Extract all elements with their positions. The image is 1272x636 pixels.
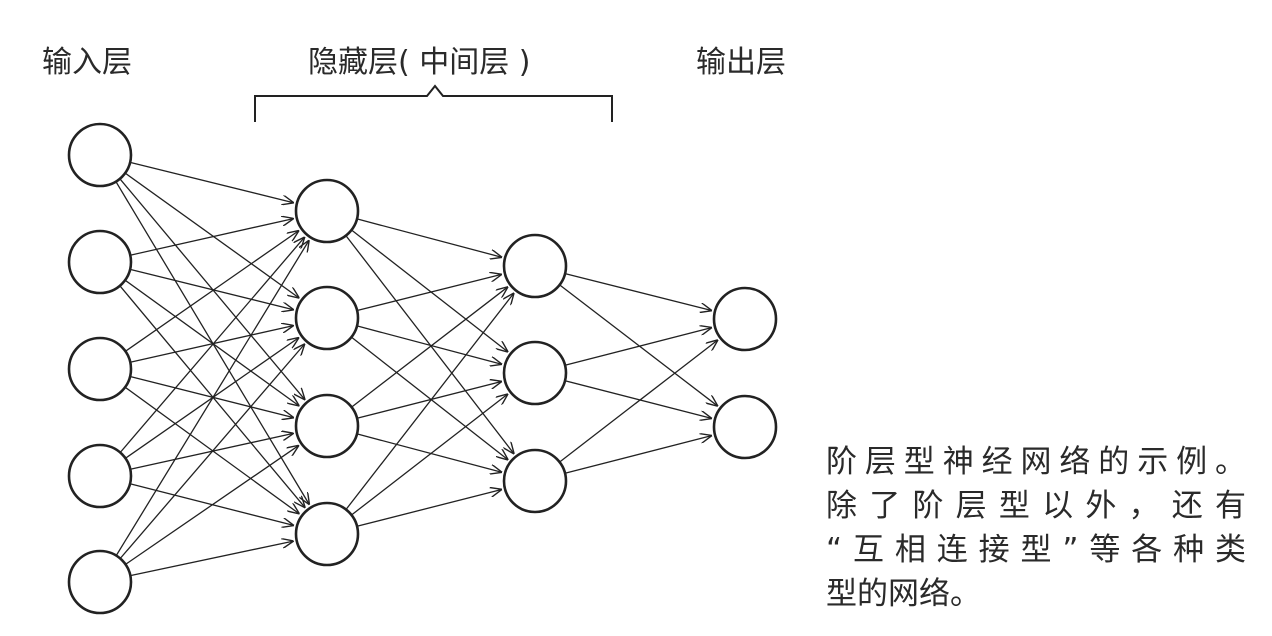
- connections-group: [115, 161, 718, 577]
- neuron-input-3: [67, 336, 133, 402]
- connection-arrow-l3-1-2: [559, 284, 718, 406]
- connection-arrow-l1-3-1: [125, 231, 298, 352]
- connection-arrow-l3-1-1: [564, 272, 711, 311]
- connection-arrow-l2-4-2: [351, 394, 508, 516]
- caption-line-1: 阶层型神经网络的示例。: [826, 444, 1246, 480]
- connection-arrow-l2-3-2: [356, 382, 501, 419]
- connection-arrow-l1-2-2: [129, 268, 293, 309]
- caption-line-2: 除了阶层型以外，还有: [826, 488, 1246, 524]
- connection-arrow-l1-2-4: [119, 285, 305, 507]
- connection-arrow-l1-5-2: [119, 345, 304, 559]
- connection-arrow-l2-2-1: [356, 275, 501, 312]
- connection-arrow-l2-2-2: [356, 325, 501, 364]
- hidden-layer-label: 隐藏层( 中间层 ): [308, 45, 531, 80]
- neuron-output-2: [712, 394, 778, 460]
- neuron-input-1: [67, 122, 133, 188]
- connection-arrow-l1-1-1: [129, 161, 293, 202]
- connection-arrow-l3-3-1: [559, 340, 718, 463]
- connection-arrow-l2-1-1: [356, 218, 501, 257]
- connection-arrow-l1-4-1: [119, 238, 304, 453]
- caption-line-3: “互相连接型”等各种类: [826, 532, 1246, 568]
- connection-arrow-l2-1-2: [351, 229, 508, 352]
- neuron-hidden-1-2: [294, 285, 360, 351]
- connection-arrow-l2-3-1: [351, 287, 508, 408]
- neuron-hidden-1-1: [294, 178, 360, 244]
- output-layer-label: 输出层: [696, 45, 786, 80]
- connection-arrow-l2-4-1: [345, 294, 514, 510]
- hidden-layer-bracket: [254, 84, 613, 122]
- connection-arrow-l1-3-4: [124, 386, 299, 513]
- connection-arrow-l3-2-2: [564, 380, 711, 419]
- neuron-hidden-1-4: [294, 501, 360, 567]
- connection-arrow-l1-5-4: [130, 541, 292, 577]
- connection-arrow-l2-1-3: [345, 235, 514, 454]
- neuron-hidden-1-3: [294, 393, 360, 459]
- connection-arrow-l2-4-3: [356, 490, 501, 527]
- neuron-hidden-2-1: [502, 233, 568, 299]
- neuron-input-4: [67, 443, 133, 509]
- connection-arrow-l1-5-3: [125, 446, 299, 565]
- connection-arrow-l1-4-4: [129, 483, 293, 526]
- neurons-group: [67, 122, 778, 615]
- connection-arrow-l1-2-1: [130, 219, 293, 256]
- neuron-output-1: [712, 286, 778, 352]
- neuron-hidden-2-2: [502, 340, 568, 406]
- connection-arrow-l3-2-1: [564, 328, 711, 366]
- caption: 阶层型神经网络的示例。 除了阶层型以外，还有 “互相连接型”等各种类 型的网络。: [826, 440, 1246, 616]
- connection-arrow-l2-3-3: [356, 433, 501, 472]
- connection-arrow-l1-3-2: [130, 326, 293, 363]
- connection-arrow-l3-3-2: [564, 436, 711, 474]
- connection-arrow-l1-5-1: [115, 241, 309, 556]
- connection-arrow-l2-2-3: [350, 336, 507, 459]
- neuron-input-5: [67, 549, 133, 615]
- neuron-input-2: [67, 229, 133, 295]
- connection-arrow-l1-1-2: [124, 172, 298, 298]
- input-layer-label: 输入层: [42, 45, 132, 80]
- connection-arrow-l1-3-3: [129, 375, 293, 418]
- caption-line-4: 型的网络。: [826, 576, 981, 612]
- neuron-hidden-2-3: [502, 448, 568, 514]
